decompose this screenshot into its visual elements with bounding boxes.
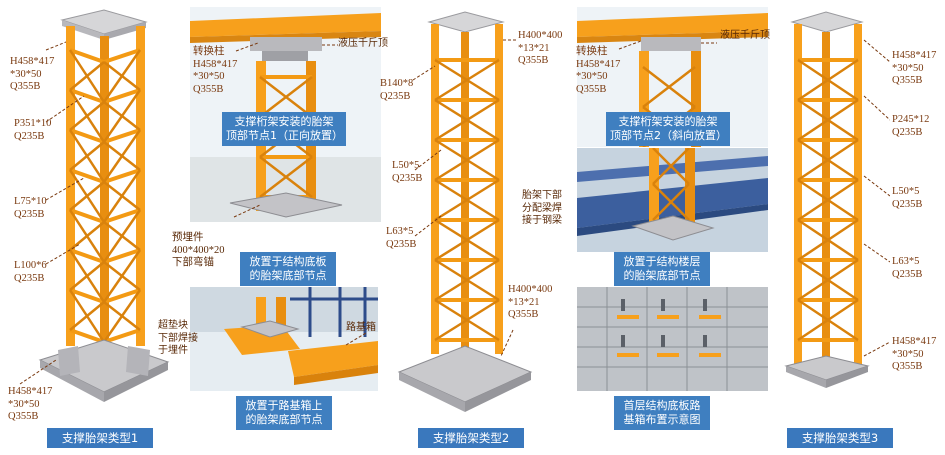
tower-3-caption: 支撑胎架类型3 xyxy=(787,428,893,448)
panel-top-node-1-column-label: 转换柱 H458*417 *30*50 Q355B xyxy=(193,46,238,95)
panel-box-layout-illustration xyxy=(577,287,768,391)
tower-1-label-p351: P351*10 Q235B xyxy=(14,118,52,142)
panel-bottom-node-floor-illustration xyxy=(577,148,768,241)
tower-3-label-top: H458*417 *30*50 Q355B xyxy=(892,50,937,86)
panel-bottom-node-pad-label: 超垫块 下部焊接 于埋件 xyxy=(158,320,198,356)
panel-top-node-2-jack-label: 液压千斤顶 xyxy=(720,30,770,41)
tower-2-illustration xyxy=(397,11,533,412)
panel-box-layout xyxy=(577,287,768,391)
panel-bottom-node-floor-caption: 放置于结构楼层 的胎架底部节点 xyxy=(614,252,710,286)
panel-bottom-node-box xyxy=(190,287,378,391)
tower-2-label-b140: B140*8 Q235B xyxy=(380,78,414,102)
tower-1-caption: 支撑胎架类型1 xyxy=(47,428,153,448)
tower-2-label-l50: L50*5 Q235B xyxy=(392,160,423,184)
panel-top-node-2-caption: 支撑桁架安装的胎架 顶部节点2（斜向放置） xyxy=(606,112,730,146)
panel-top-node-2-column-label: 转换柱 H458*417 *30*50 Q355B xyxy=(576,46,621,95)
panel-box-layout-caption: 首层结构底板路 基箱布置示意图 xyxy=(614,396,710,430)
tower-1-label-l75: L75*10 Q235B xyxy=(14,196,47,220)
tower-3-illustration xyxy=(784,11,890,388)
panel-bottom-node-box-caption: 放置于路基箱上 的胎架底部节点 xyxy=(236,396,332,430)
tower-1-label-l100: L100*6 Q235B xyxy=(14,260,47,284)
tower-2-caption: 支撑胎架类型2 xyxy=(418,428,524,448)
panel-top-node-1-jack-label: 液压千斤顶 xyxy=(338,38,388,49)
tower-1-label-bottom: H458*417 *30*50 Q355B xyxy=(8,386,53,422)
tower-1-label-top: H458*417 *30*50 Q355B xyxy=(10,56,55,92)
tower-3-label-bottom: H458*417 *30*50 Q355B xyxy=(892,336,937,372)
tower-1-illustration xyxy=(19,9,170,402)
tower-2-label-h400-bottom: H400*400 *13*21 Q355B xyxy=(508,284,553,320)
panel-bottom-node-box-label: 路基箱 xyxy=(346,322,376,333)
panel-bottom-node-slab-caption: 放置于结构底板 的胎架底部节点 xyxy=(240,252,336,286)
tower-2-label-h400-top: H400*400 *13*21 Q355B xyxy=(518,30,563,66)
panel-top-node-1-anchor-label: 预埋件 400*400*20 下部弯锚 xyxy=(172,232,225,268)
panel-bottom-node-box-illustration xyxy=(190,287,378,385)
tower-2-label-l63: L63*5 Q235B xyxy=(386,226,417,250)
panel-bottom-node-floor xyxy=(577,148,768,252)
panel-top-node-1-caption: 支撑桁架安装的胎架 顶部节点1（正向放置） xyxy=(222,112,346,146)
tower-3-label-l63: L63*5 Q235B xyxy=(892,256,923,280)
tower-3-label-p245: P245*12 Q235B xyxy=(892,114,930,138)
tower-3-label-l50: L50*5 Q235B xyxy=(892,186,923,210)
panel-bottom-node-floor-weld-label: 胎架下部 分配梁焊 接于钢梁 xyxy=(522,190,562,226)
